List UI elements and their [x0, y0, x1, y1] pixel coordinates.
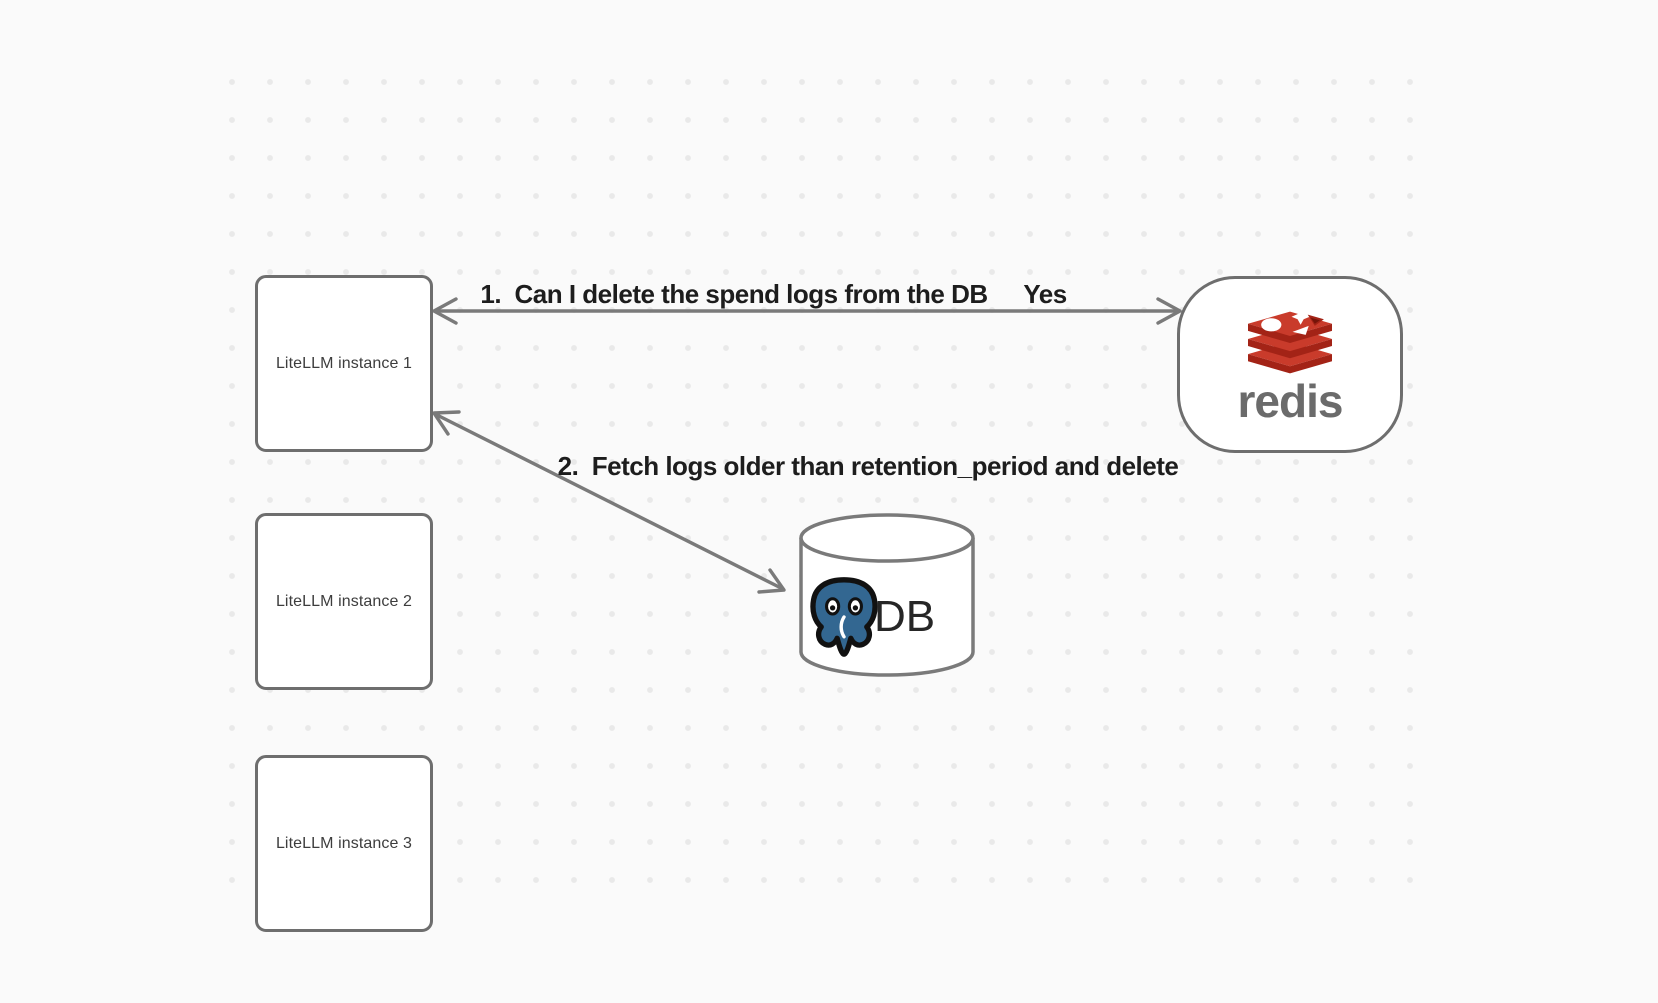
arrow-fetch-delete-logs[interactable] — [432, 410, 786, 594]
redis-wordmark: redis — [1237, 374, 1344, 427]
node-label: LiteLLM instance 1 — [275, 354, 413, 372]
edge-label-yes[interactable]: Yes — [1023, 279, 1067, 309]
node-label: LiteLLM instance 2 — [275, 592, 413, 610]
database-content: DB — [806, 576, 935, 658]
node-label: LiteLLM instance 3 — [275, 834, 413, 852]
edge-label-fetch-delete[interactable]: 2. Fetch logs older than retention_perio… — [557, 451, 1179, 481]
node-redis[interactable]: redis — [1177, 276, 1403, 453]
arrow-spend-logs-question[interactable] — [432, 297, 1182, 325]
node-litellm-instance-1[interactable]: LiteLLM instance 1 — [255, 275, 433, 452]
redis-logo-icon — [1248, 308, 1332, 373]
node-litellm-instance-3[interactable]: LiteLLM instance 3 — [255, 755, 433, 932]
postgresql-elephant-icon — [810, 577, 878, 657]
node-litellm-instance-2[interactable]: LiteLLM instance 2 — [255, 513, 433, 690]
edge-label-spend-logs-question[interactable]: 1. Can I delete the spend logs from the … — [480, 279, 988, 309]
database-label: DB — [874, 592, 936, 641]
